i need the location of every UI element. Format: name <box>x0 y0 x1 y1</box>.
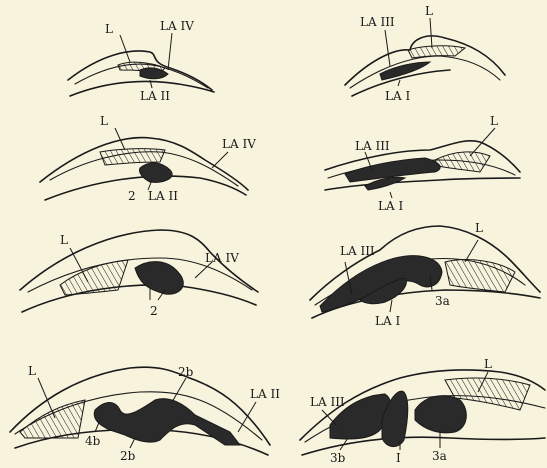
panel-2-label-1: L <box>425 4 433 18</box>
panel-3: L LA IV 2 LA II <box>40 114 256 203</box>
panel-6-label-2: 3a <box>435 294 450 308</box>
panel-2-label-2: LA I <box>385 89 410 103</box>
panel-4-label-1: L <box>490 114 498 128</box>
panel-5-label-1: LA IV <box>205 251 239 265</box>
panel-5-label-0: L <box>60 233 68 247</box>
panel-7-label-3: 4b <box>85 434 101 448</box>
panel-8-label-3: I <box>396 451 401 465</box>
panel-1-label-0: L <box>105 22 113 36</box>
panel-2: LA III L LA I <box>345 4 505 103</box>
panel-6-label-0: LA III <box>340 244 375 258</box>
panel-1-label-2: LA II <box>140 89 170 103</box>
panel-7-label-4: 2b <box>120 449 136 463</box>
panel-6-label-3: LA I <box>375 314 400 328</box>
panel-8-label-1: L <box>484 357 492 371</box>
panel-8: LA III L 3b I 3a <box>300 357 545 465</box>
panel-6: LA III L 3a LA I <box>310 221 540 328</box>
panel-3-label-1: LA IV <box>222 137 256 151</box>
panel-1: L LA IV LA II <box>68 19 214 103</box>
panel-7-label-1: 2b <box>178 365 194 379</box>
panel-7-label-0: L <box>28 364 36 378</box>
panel-5: L LA IV 2 <box>20 230 258 318</box>
panel-6-label-1: L <box>475 221 483 235</box>
panel-3-label-2: 2 <box>128 189 136 203</box>
panel-4-label-0: LA III <box>355 139 390 153</box>
panel-8-label-0: LA III <box>310 395 345 409</box>
panel-5-label-2: 2 <box>150 304 158 318</box>
panel-7: L 2b LA II 4b 2b <box>10 364 280 463</box>
panel-8-label-2: 3b <box>330 451 346 465</box>
panel-3-label-0: L <box>100 114 108 128</box>
panel-2-label-0: LA III <box>360 15 395 29</box>
panel-3-label-3: LA II <box>148 189 178 203</box>
panel-1-label-1: LA IV <box>160 19 194 33</box>
panel-8-label-4: 3a <box>432 449 447 463</box>
panel-7-label-2: LA II <box>250 387 280 401</box>
panel-4: LA III L LA I <box>325 114 520 213</box>
panel-4-label-2: LA I <box>378 199 403 213</box>
